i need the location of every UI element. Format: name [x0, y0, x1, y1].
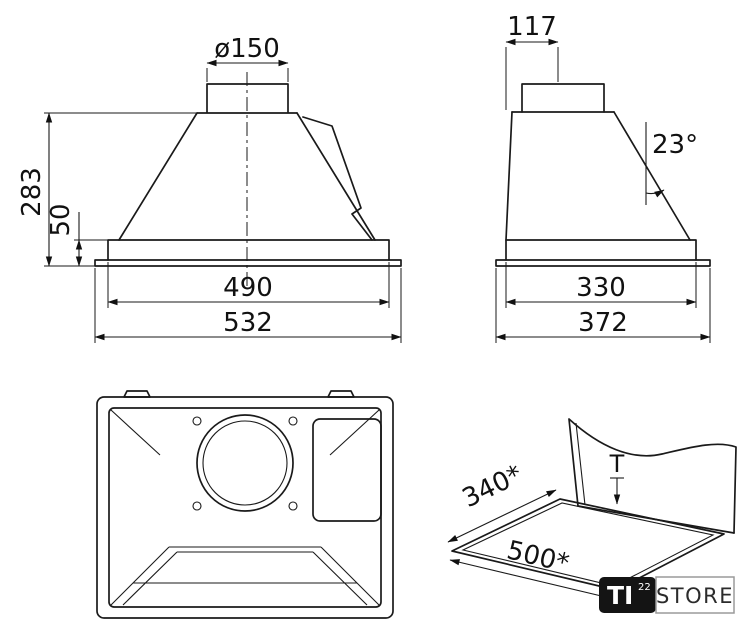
- screw-hole: [192, 416, 202, 426]
- side-view: 117 23° 330 372: [495, 12, 711, 343]
- screw-hole: [288, 501, 298, 511]
- bottom-view: [96, 390, 394, 619]
- screw-hole: [192, 501, 202, 511]
- duct-offset-label: 117: [507, 12, 557, 42]
- store-logo: TI 22 STORE: [599, 576, 735, 614]
- depth-outer-label: 372: [578, 308, 628, 338]
- depth-inner-label: 330: [576, 273, 626, 303]
- width-outer-label: 532: [223, 308, 273, 338]
- dim-width-532: 532: [94, 268, 402, 343]
- cutout-width-label: 500*: [504, 535, 572, 579]
- cutout-inner-rim: [461, 502, 715, 587]
- dim-angle-23: 23°: [645, 122, 698, 205]
- duct-diameter-label: ø150: [214, 34, 280, 64]
- dim-cutout-depth-340: 340*: [447, 460, 557, 543]
- back-panel-outline: [568, 418, 737, 534]
- dim-duct-offset-117: 117: [505, 12, 559, 110]
- dim-cutout-width-500: 500*: [449, 535, 615, 600]
- mounting-tab-left: [123, 390, 151, 398]
- hood-front-outline: [94, 72, 402, 288]
- dim-flange-50: 50: [46, 203, 110, 267]
- inner-frame: [108, 407, 382, 608]
- flange-side: [505, 239, 697, 261]
- mounting-tab-right: [327, 390, 355, 398]
- hood-crease: [302, 116, 373, 241]
- duct-opening-inner: [202, 420, 288, 506]
- dim-depth-372: 372: [495, 268, 711, 343]
- logo-brand-superscript: 22: [638, 582, 651, 593]
- bottom-lip-side: [495, 259, 711, 267]
- electronics-box: [312, 418, 382, 522]
- cutout-view: 340* 500* T: [447, 418, 737, 600]
- width-inner-label: 490: [223, 273, 273, 303]
- hood-side-outline: [495, 83, 711, 267]
- dim-height-283: 283: [17, 112, 196, 267]
- logo-black-box: [599, 577, 656, 613]
- cutout-depth-label: 340*: [458, 460, 527, 514]
- logo-white-box: [655, 576, 735, 614]
- bottom-lip-front: [94, 259, 402, 267]
- flange-height-label: 50: [46, 203, 76, 236]
- front-view: ø150 283 50 490 532: [17, 34, 402, 343]
- screw-hole: [288, 416, 298, 426]
- angle-label: 23°: [652, 130, 698, 160]
- flange-front: [107, 239, 390, 261]
- duct-opening-outer: [196, 414, 294, 512]
- dim-duct-diameter: ø150: [206, 34, 289, 82]
- outer-frame: [96, 396, 394, 619]
- interior-slope-lines: [110, 409, 380, 606]
- logo-brand-text: TI: [607, 581, 633, 610]
- thickness-label: T: [609, 450, 625, 478]
- logo-store-text: STORE: [656, 584, 734, 608]
- dim-panel-thickness: T: [609, 450, 625, 505]
- slanted-back-edge: [613, 111, 691, 241]
- dim-width-490: 490: [107, 262, 390, 308]
- back-panel: [568, 418, 737, 534]
- duct-collar-side: [521, 83, 605, 113]
- height-total-label: 283: [17, 167, 47, 217]
- dim-depth-330: 330: [505, 262, 697, 308]
